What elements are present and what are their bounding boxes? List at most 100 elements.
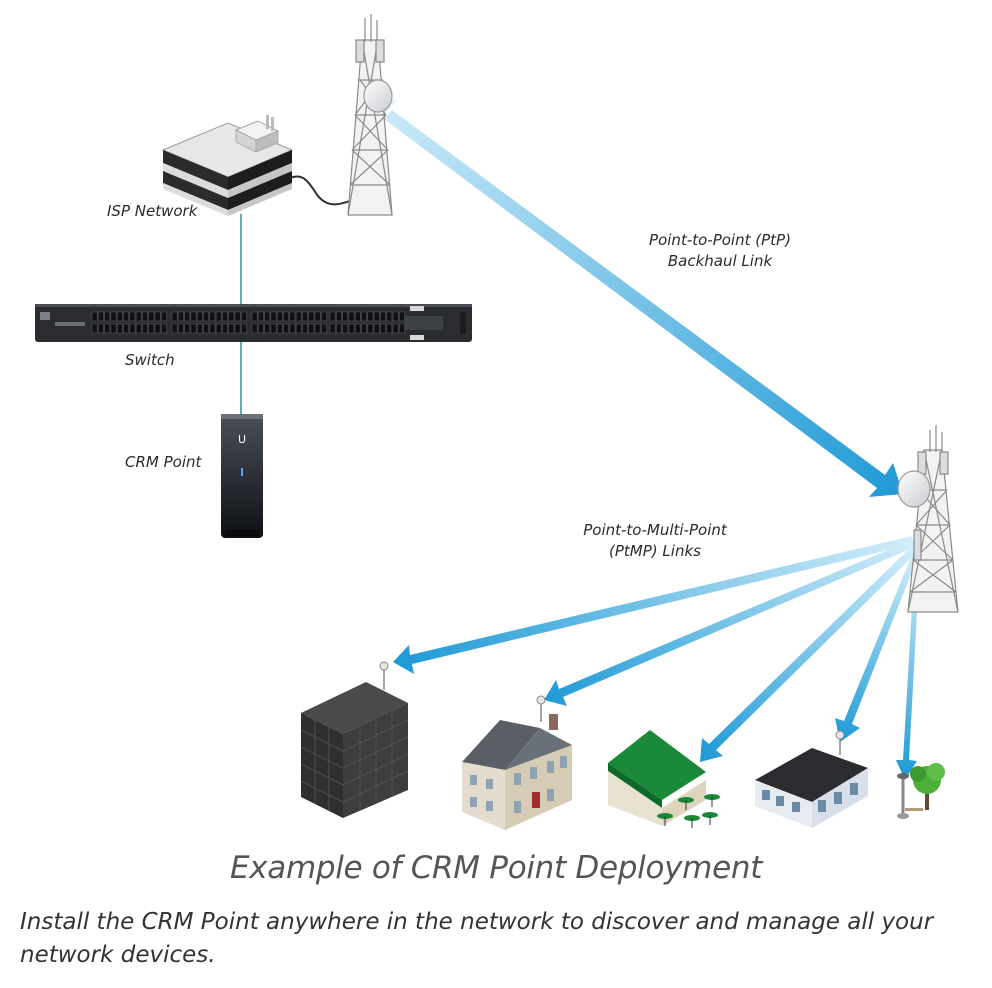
ptp-link-label: Point-to-Point (PtP) Backhaul Link <box>630 230 810 272</box>
switch-port <box>190 311 197 322</box>
ptmp-link-cafe <box>700 545 918 762</box>
ptmp-link-label: Point-to-Multi-Point (PtMP) Links <box>565 520 745 562</box>
switch-port <box>228 323 235 334</box>
switch-port <box>348 323 355 334</box>
street-light <box>897 773 909 819</box>
switch-port <box>342 323 349 334</box>
switch-port <box>241 311 247 322</box>
switch-port <box>314 311 321 322</box>
switch-port <box>116 311 123 322</box>
switch-port <box>178 311 184 322</box>
switch-port <box>196 311 203 322</box>
switch-port <box>258 311 264 322</box>
switch-port <box>283 311 289 322</box>
switch-port <box>354 323 361 334</box>
switch-port <box>289 323 296 334</box>
ptmp-tower-right <box>897 425 959 613</box>
uplink-cable <box>289 175 353 206</box>
ptp-link-label-line2: Backhaul Link <box>667 252 773 270</box>
switch-port <box>98 311 104 322</box>
house <box>462 695 572 830</box>
cafe <box>608 730 720 828</box>
switch-port <box>302 311 308 322</box>
office-building <box>300 661 409 818</box>
switch-port <box>142 311 148 322</box>
crm-point-device: U <box>221 414 263 538</box>
switch-port <box>129 311 136 322</box>
switch-port <box>234 311 241 322</box>
ptp-tower-top <box>347 14 393 216</box>
switch-port <box>276 311 283 322</box>
switch-port <box>135 311 142 322</box>
switch-port <box>228 311 235 322</box>
switch-port <box>215 311 222 322</box>
switch-port <box>104 323 111 334</box>
switch-port <box>234 323 241 334</box>
switch-port <box>251 311 258 322</box>
diagram-title: Example of CRM Point Deployment <box>229 850 763 886</box>
tree <box>905 763 945 811</box>
switch-port <box>184 311 191 322</box>
isp-network-label: ISP Network <box>107 202 198 220</box>
switch-port <box>295 323 302 334</box>
switch-port <box>241 323 247 334</box>
ptp-link-label-line1: Point-to-Point (PtP) <box>649 231 791 249</box>
switch-port <box>270 323 277 334</box>
switch-port <box>336 311 342 322</box>
switch-port <box>154 311 161 322</box>
switch-port <box>110 323 117 334</box>
switch-port <box>251 323 258 334</box>
ubiquiti-logo-icon: U <box>238 433 246 446</box>
switch-port <box>154 323 161 334</box>
switch-port <box>336 323 342 334</box>
switch-port <box>91 311 98 322</box>
switch-port <box>361 311 367 322</box>
switch-port <box>209 323 216 334</box>
switch-port <box>171 323 178 334</box>
switch-label: Switch <box>125 351 175 369</box>
switch-port <box>348 311 355 322</box>
switch-port <box>329 311 336 322</box>
switch-port <box>276 323 283 334</box>
switch-port <box>354 311 361 322</box>
switch-port <box>142 323 148 334</box>
switch-port <box>123 311 129 322</box>
switch-port <box>161 311 167 322</box>
switch-port <box>329 323 336 334</box>
switch-port <box>215 323 222 334</box>
switch-port <box>196 323 203 334</box>
switch-port <box>380 323 386 334</box>
switch-port <box>308 323 315 334</box>
switch-port <box>399 323 405 334</box>
switch-port <box>258 323 264 334</box>
switch-port <box>314 323 321 334</box>
switch-port <box>270 311 277 322</box>
switch-port <box>148 311 155 322</box>
switch-port <box>399 311 405 322</box>
switch-port <box>321 323 327 334</box>
ptmp-links <box>393 536 920 780</box>
ptmp-link-label-line1: Point-to-Multi-Point <box>583 521 727 539</box>
switch-port <box>98 323 104 334</box>
isp-network-server <box>161 115 294 216</box>
switch-port <box>110 311 117 322</box>
switch-port <box>289 311 296 322</box>
ptmp-link-label-line2: (PtMP) Links <box>609 542 701 560</box>
switch-port <box>367 311 374 322</box>
switch-port <box>203 323 209 334</box>
network-switch <box>35 304 472 342</box>
switch-port <box>203 311 209 322</box>
ptmp-link-office <box>393 536 914 674</box>
switch-port <box>184 323 191 334</box>
switch-port <box>104 311 111 322</box>
switch-port <box>295 311 302 322</box>
switch-port <box>386 323 393 334</box>
switch-port <box>392 311 399 322</box>
switch-port <box>91 323 98 334</box>
switch-port <box>222 311 228 322</box>
diagram-description: Install the CRM Point anywhere in the ne… <box>20 909 934 968</box>
switch-port <box>367 323 374 334</box>
switch-port <box>380 311 386 322</box>
ptmp-link-store <box>835 550 919 742</box>
